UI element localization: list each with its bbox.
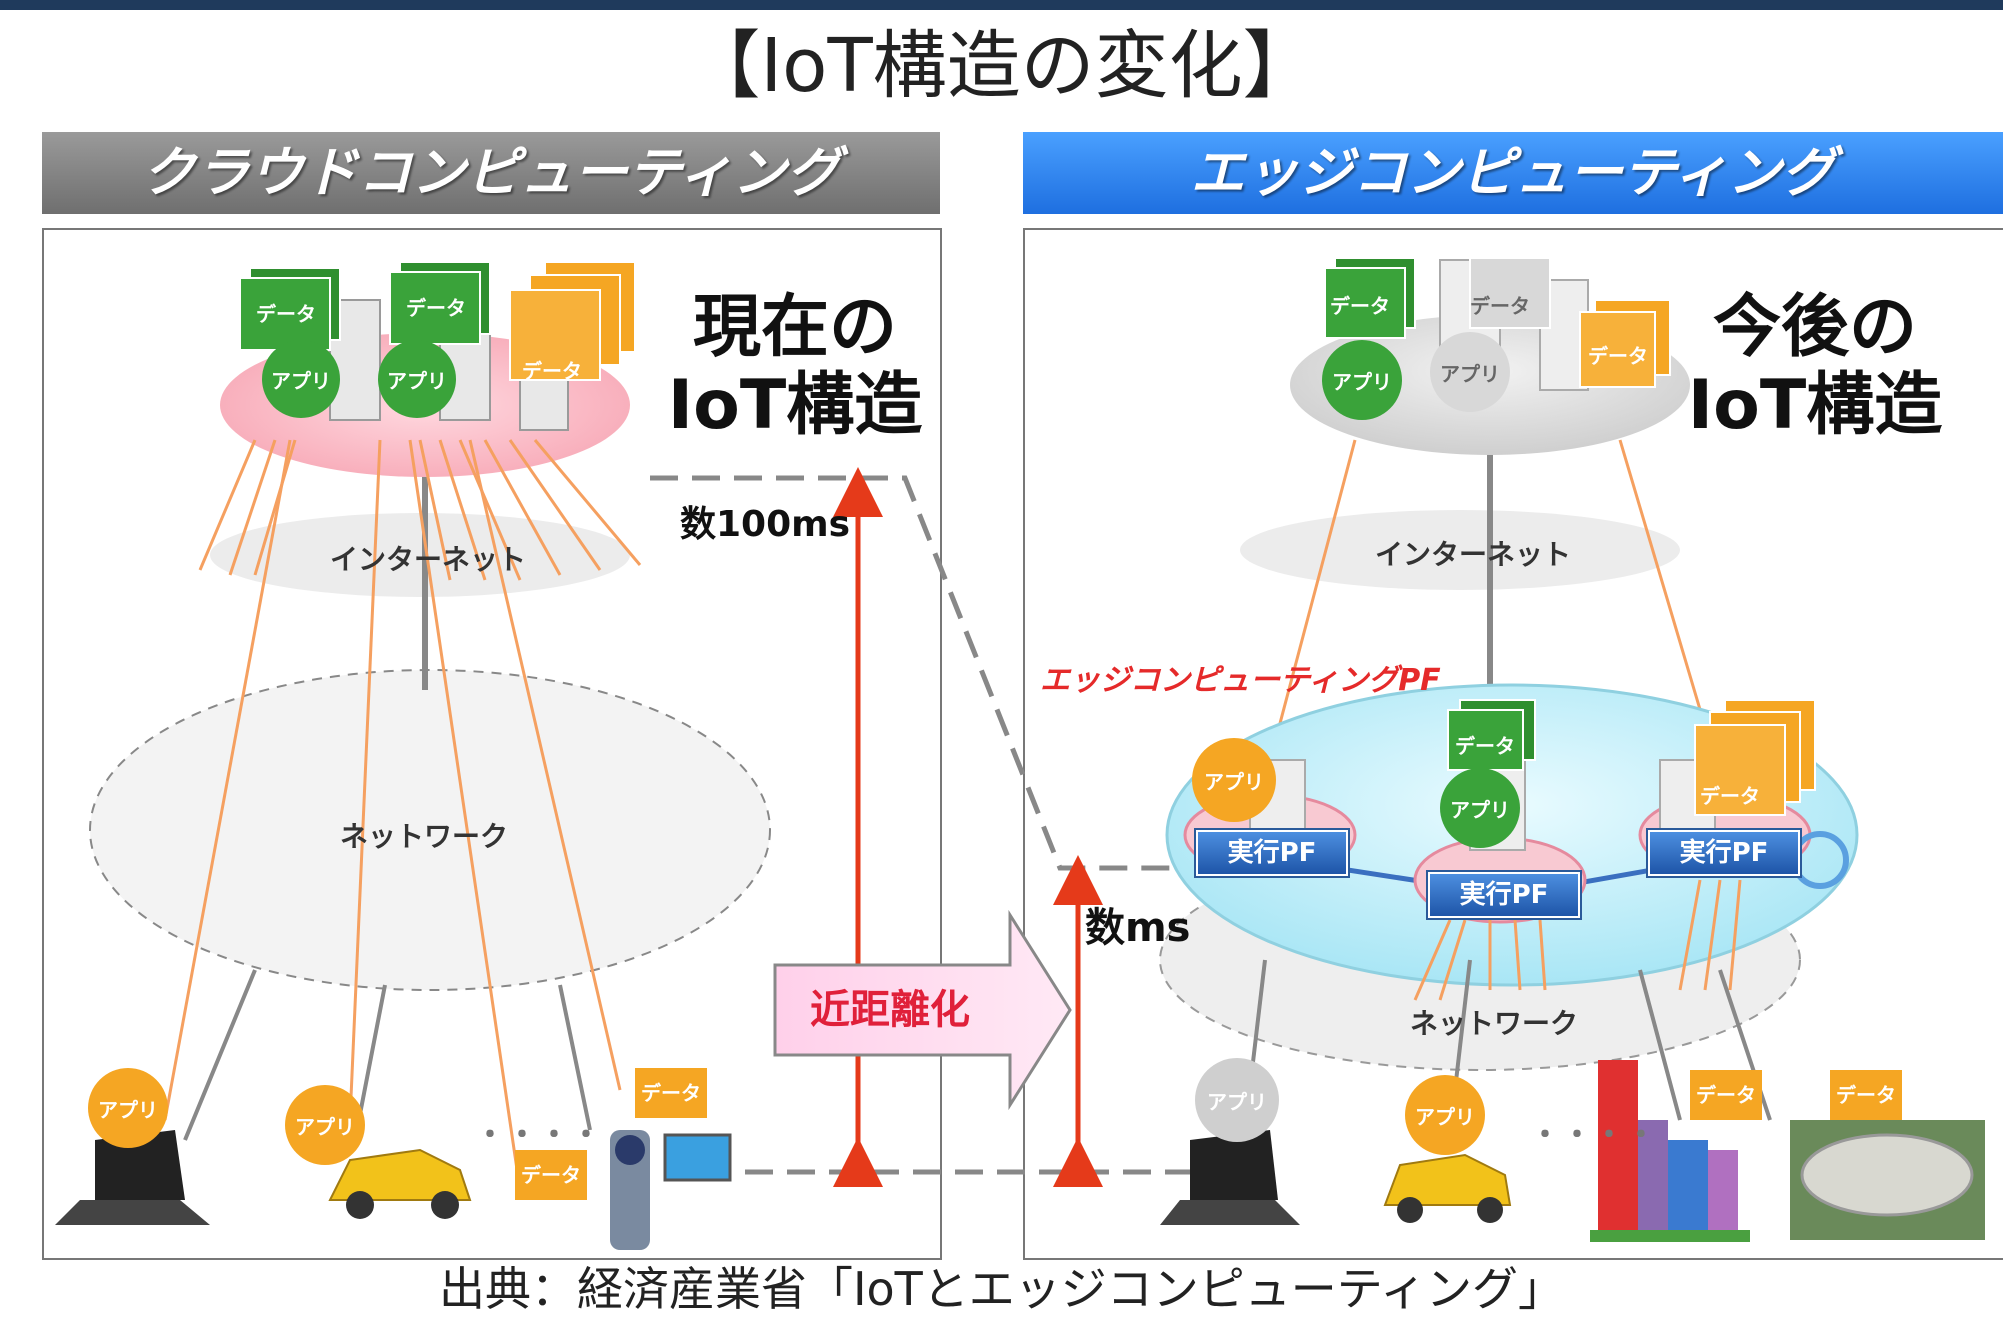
latency-guide-lines (650, 475, 1220, 1175)
exec-pf-box: 実行PF (1428, 872, 1580, 918)
transition-arrow (773, 909, 1072, 1111)
stadium-icon (1790, 1120, 1985, 1240)
data-chip: データ (1330, 294, 1390, 318)
edge-data-stacks (1447, 699, 1816, 816)
right-laptop-icon (1160, 1130, 1300, 1225)
page-title: 【IoT構造の変化】 (686, 23, 1317, 109)
app-bubble: アプリ (1405, 1075, 1485, 1155)
data-chip: データ (1830, 1070, 1902, 1120)
right-ellipsis: ・・・・ (1530, 1118, 1658, 1153)
left-network-ellipse (89, 669, 771, 991)
car-icon (328, 1148, 472, 1219)
right-data-stacks (1324, 257, 1671, 388)
edge-upload-arrows (1413, 879, 1742, 1001)
right-network-label: ネットワーク (1410, 1007, 1579, 1040)
building-icon (1590, 1060, 1750, 1242)
data-chip: データ (515, 1150, 587, 1200)
future-iot-label-line2: IoT構造 (1687, 366, 1943, 445)
right-car-icon (1383, 1153, 1512, 1223)
app-bubble: アプリ (1195, 1058, 1279, 1142)
right-internet-label: インターネット (1375, 538, 1572, 571)
cloud-computing-header: クラウドコンピューティング (42, 132, 940, 214)
left-latency-label: 数100ms (680, 504, 851, 545)
data-chip: データ (1455, 734, 1515, 758)
data-chip: データ (522, 359, 582, 383)
data-chip: データ (635, 1068, 707, 1118)
data-chip: データ (256, 302, 316, 326)
monitor-icon (663, 1133, 732, 1182)
app-bubble: アプリ (1192, 738, 1276, 822)
edge-pf-title: エッジコンピューティングPF (1040, 663, 1441, 698)
source-caption: 出典：経済産業省「IoTとエッジコンピューティング」 (438, 1262, 1565, 1316)
data-chip: データ (1690, 1070, 1762, 1120)
app-bubble: アプリ (88, 1068, 168, 1148)
camera-icon (610, 1130, 650, 1250)
current-iot-label-line2: IoT構造 (667, 366, 923, 445)
exec-pf-box: 実行PF (1196, 830, 1348, 876)
top-bar (0, 0, 2003, 10)
left-internet-label: インターネット (330, 543, 527, 576)
app-bubble: アプリ (285, 1085, 365, 1165)
left-ellipsis: ・・・・ (475, 1118, 603, 1153)
left-network-label: ネットワーク (340, 820, 509, 853)
data-chip: データ (1470, 294, 1530, 318)
exec-pf-box: 実行PF (1648, 830, 1800, 876)
edge-computing-header: エッジコンピューティング (1023, 132, 2003, 214)
laptop-icon (55, 1130, 210, 1225)
left-data-stacks (239, 261, 636, 381)
data-chip: データ (1700, 784, 1760, 808)
app-bubble: アプリ (1440, 768, 1520, 848)
data-chip: データ (1588, 344, 1648, 368)
app-bubble: アプリ (378, 340, 456, 418)
current-iot-label-line1: 現在の (692, 288, 897, 367)
left-internet-ellipse (210, 513, 630, 597)
proximity-label: 近距離化 (810, 987, 970, 1033)
data-chip: データ (406, 296, 466, 320)
right-latency-label: 数ms (1085, 905, 1191, 951)
future-iot-label-line1: 今後の (1712, 288, 1917, 367)
right-internet-ellipse (1240, 510, 1680, 590)
app-bubble: アプリ (262, 340, 340, 418)
app-bubble: アプリ (1430, 332, 1510, 412)
left-upload-arrows (163, 439, 642, 1191)
app-bubble: アプリ (1322, 340, 1402, 420)
